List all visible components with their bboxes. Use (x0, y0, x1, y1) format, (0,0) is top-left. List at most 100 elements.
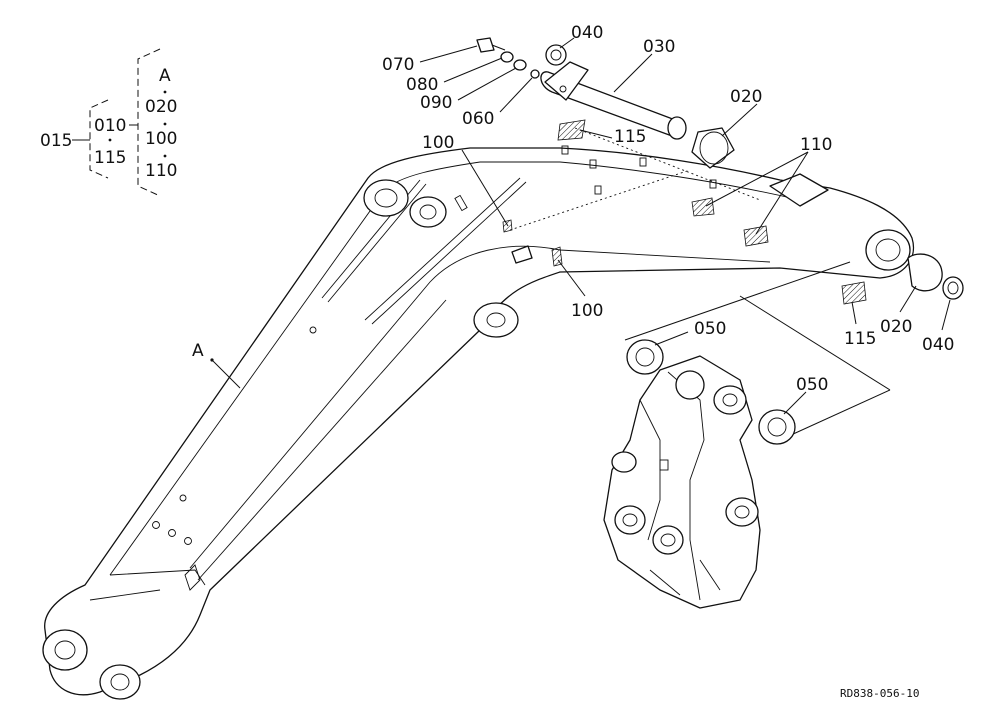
legend-right-label: 110 (145, 161, 177, 181)
part-label-040-top: 040 (571, 23, 603, 43)
arm-hole (309, 326, 317, 334)
centerline (574, 127, 761, 201)
leader-110-a (705, 151, 809, 207)
leader-020-top (721, 103, 758, 137)
shims (557, 119, 867, 305)
seal-040-bottom (942, 276, 964, 300)
leader-090 (457, 67, 517, 101)
arm-hole (152, 521, 160, 529)
arm-weld-line (89, 589, 161, 601)
arm-bucket-bore (54, 640, 76, 660)
leader-080 (443, 57, 503, 83)
leader-060 (499, 77, 533, 113)
leader-030 (613, 53, 653, 93)
part-label-A: A (192, 341, 204, 361)
bushing-020-top (691, 127, 735, 169)
part-label-070: 070 (382, 55, 414, 75)
leader-110-b (755, 151, 809, 235)
leader-A (211, 359, 241, 389)
legend-bracket-left (89, 99, 109, 179)
bracket-cylinder (675, 370, 705, 400)
part-label-020-bottom: 020 (880, 317, 912, 337)
part-label-050-top: 050 (694, 319, 726, 339)
assembly-line (624, 261, 851, 341)
parts-hierarchy-legend: 015 010 115 A 020 100 110 (40, 48, 177, 197)
arm-fitting (594, 185, 602, 195)
legend-root-label: 015 (40, 131, 72, 151)
bracket-left-boss (611, 451, 637, 473)
legend-bracket-right (137, 48, 161, 197)
shim-115-lower (841, 281, 867, 305)
pin-030-end (667, 116, 687, 140)
nut-060 (530, 69, 540, 79)
part-label-060: 060 (462, 109, 494, 129)
arm-side-boss (473, 302, 519, 338)
arm-web-line (197, 299, 447, 581)
arm-body (42, 145, 914, 700)
washer-090 (513, 59, 527, 71)
arm-weld-line (109, 569, 206, 586)
seal-040-bottom-bore (947, 281, 959, 295)
bracket-lower-bore (660, 533, 676, 547)
arm-boss-bore (419, 204, 437, 220)
leader-115-bottom (851, 301, 857, 325)
arm-fitting (589, 159, 597, 169)
arm-top-edge (109, 161, 801, 576)
legend-dot (163, 154, 167, 158)
part-label-110: 110 (800, 135, 832, 155)
arm-bucket-bore (110, 673, 130, 691)
leader-020-bottom (899, 285, 917, 313)
washer-050-a-bore (635, 347, 655, 367)
washer-080 (500, 51, 514, 63)
arm-web-line (189, 245, 771, 569)
arm-bucket-boss (99, 664, 141, 700)
leader-100-mid (557, 259, 586, 297)
bracket-base-lines (649, 559, 721, 596)
legend-dot (108, 138, 112, 142)
legend-dot (163, 122, 167, 126)
arm-boss-upper (363, 179, 409, 217)
boom-bracket (603, 261, 891, 609)
drawing-code: RD838-056-10 (840, 687, 919, 700)
bolt-070-head (476, 37, 495, 53)
leader-040-bottom (941, 299, 951, 331)
part-label-040-bottom: 040 (922, 335, 954, 355)
bushing-020-bottom (907, 253, 943, 292)
arm-fitting (639, 157, 647, 167)
seal-040-top (545, 44, 567, 66)
bracket-lower-boss (652, 525, 684, 555)
arm-bucket-boss (42, 629, 88, 671)
arm-boss-upper (409, 196, 447, 228)
leader-070 (419, 45, 478, 63)
arm-end-boss (865, 229, 911, 271)
leader-100-top (461, 149, 509, 227)
part-label-030: 030 (643, 37, 675, 57)
pin-plate-hole (559, 85, 567, 93)
leader-lines (210, 37, 951, 415)
bracket-lower-bore (622, 513, 638, 527)
leader-A-dot (210, 358, 214, 362)
bracket-upper-boss (713, 385, 747, 415)
shim-115-upper (557, 119, 586, 141)
bracket-upper-bore (722, 393, 738, 407)
legend-mid-top-label: 010 (94, 116, 126, 136)
legend-mid-bottom-label: 115 (94, 148, 126, 168)
loose-plate (511, 245, 533, 264)
seal-040-top-bore (550, 49, 562, 61)
legend-dot (163, 90, 167, 94)
part-label-050-bottom: 050 (796, 375, 828, 395)
arm-top-pad (769, 173, 829, 207)
washer-050-b-bore (767, 417, 787, 437)
legend-right-label: 020 (145, 97, 177, 117)
part-label-080: 080 (406, 75, 438, 95)
arm-side-bore (486, 312, 506, 328)
legend-right-label: 100 (145, 129, 177, 149)
part-labels: 070 080 090 060 040 030 020 115 100 110 … (192, 23, 954, 395)
legend-right-label: A (159, 66, 171, 86)
part-label-115-bottom: 115 (844, 329, 876, 349)
arm-bracket (184, 564, 201, 591)
leader-050-top (654, 331, 689, 346)
leader-050-bottom (783, 391, 807, 415)
